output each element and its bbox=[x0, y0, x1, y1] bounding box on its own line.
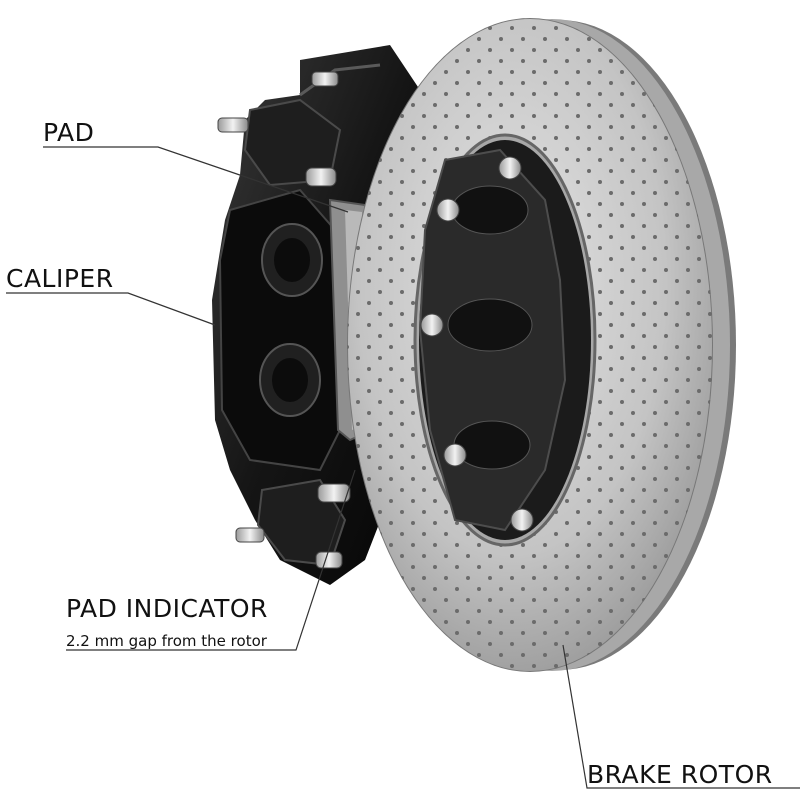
rotor-hub bbox=[418, 140, 591, 540]
pad-label: PAD bbox=[43, 118, 95, 147]
caliper-leader-line bbox=[6, 292, 216, 326]
leader-lines bbox=[6, 146, 800, 789]
caliper-body bbox=[212, 45, 420, 585]
pad-indicator-note: 2.2 mm gap from the rotor bbox=[66, 632, 267, 650]
brake-rotor-leader-line bbox=[562, 644, 800, 789]
caliper-label: CALIPER bbox=[6, 264, 114, 293]
pad-indicator-label: PAD INDICATOR bbox=[66, 594, 268, 623]
brake-rotor-label: BRAKE ROTOR bbox=[587, 760, 773, 789]
pad-leader-line bbox=[43, 146, 349, 213]
pad-indicator-leader-line bbox=[66, 469, 356, 651]
caliper-bolts bbox=[217, 71, 351, 569]
